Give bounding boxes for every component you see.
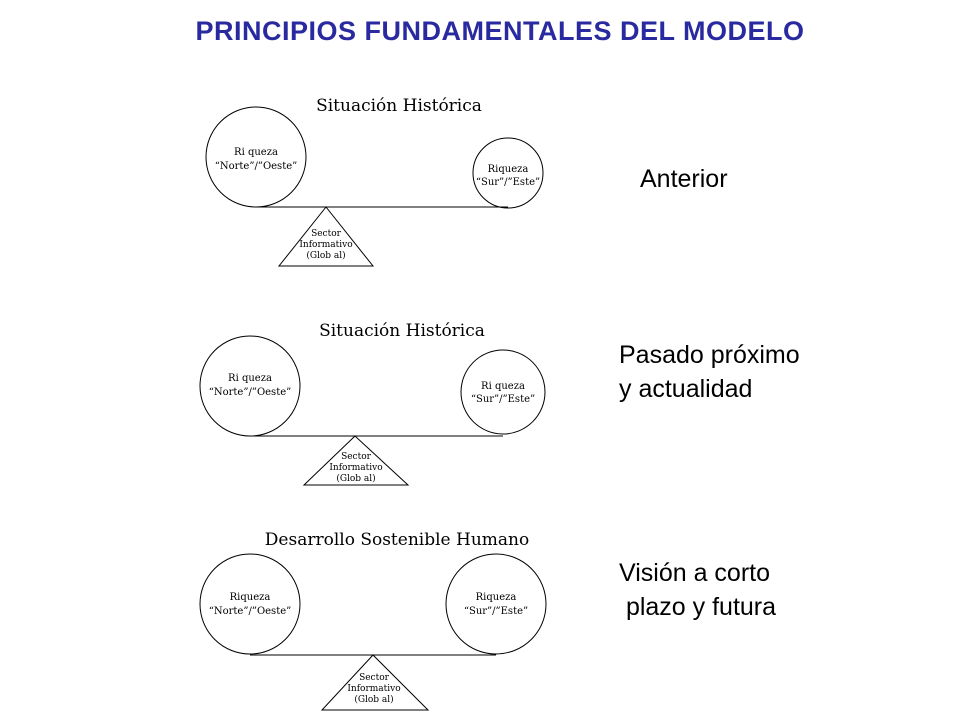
- left-circle: [199, 553, 301, 655]
- triangle-label-3: (Glob al): [354, 694, 393, 705]
- right-circle-label-2: “Sur”/”Este”: [471, 394, 535, 405]
- triangle-label-3: (Glob al): [336, 473, 375, 484]
- left-circle-label-2: “Norte”/”Oeste”: [215, 161, 298, 172]
- caption-line-1: Pasado próximo: [619, 341, 800, 369]
- caption-line-1: Anterior: [640, 165, 728, 193]
- diagram-title: Situación Histórica: [316, 96, 482, 116]
- caption: Visión a corto plazo y futura: [619, 556, 776, 624]
- triangle-label-2: Informativo: [299, 240, 352, 250]
- left-circle-label-1: Riqueza: [230, 592, 271, 603]
- slide-title: PRINCIPIOS FUNDAMENTALES DEL MODELO: [195, 16, 805, 46]
- fulcrum-triangle: [277, 206, 375, 267]
- right-circle-label-1: Riqueza: [476, 592, 517, 603]
- right-circle-label-1: Riqueza: [488, 164, 529, 175]
- right-circle-label-2: “Sur”/”Este”: [476, 177, 540, 188]
- left-circle-label-1: Ri queza: [234, 147, 278, 158]
- balance-diagram-2: Situación Histórica Ri queza “Norte”/”Oe…: [0, 0, 960, 486]
- caption: Anterior: [640, 162, 728, 196]
- triangle-label-1: Sector: [341, 452, 372, 462]
- triangle-label-2: Informativo: [347, 684, 400, 694]
- fulcrum-triangle: [320, 654, 430, 711]
- caption-line-1: Visión a corto: [619, 559, 771, 587]
- triangle-label-2: Informativo: [329, 463, 382, 473]
- balance-diagram-1: Situación Histórica Ri queza “Norte”/”Oe…: [0, 0, 960, 267]
- fulcrum-triangle: [302, 435, 410, 486]
- left-circle-label-2: “Norte”/”Oeste”: [209, 606, 292, 617]
- caption: Pasado próximo y actualidad: [619, 338, 800, 406]
- caption-line-2: y actualidad: [619, 375, 753, 403]
- diagram-title: Situación Histórica: [319, 321, 485, 341]
- right-circle-label-2: “Sur”/”Este”: [464, 606, 528, 617]
- diagram-title: Desarrollo Sostenible Humano: [265, 530, 529, 550]
- left-circle-label-2: “Norte”/”Oeste”: [209, 387, 292, 398]
- triangle-label-1: Sector: [311, 229, 342, 239]
- triangle-label-1: Sector: [359, 673, 390, 683]
- right-circle: [460, 349, 546, 435]
- right-circle: [445, 553, 547, 655]
- triangle-label-3: (Glob al): [306, 250, 345, 261]
- caption-line-2: plazo y futura: [619, 593, 777, 621]
- left-circle-label-1: Ri queza: [228, 373, 272, 384]
- right-circle-label-1: Ri queza: [481, 381, 525, 392]
- right-circle: [472, 137, 544, 209]
